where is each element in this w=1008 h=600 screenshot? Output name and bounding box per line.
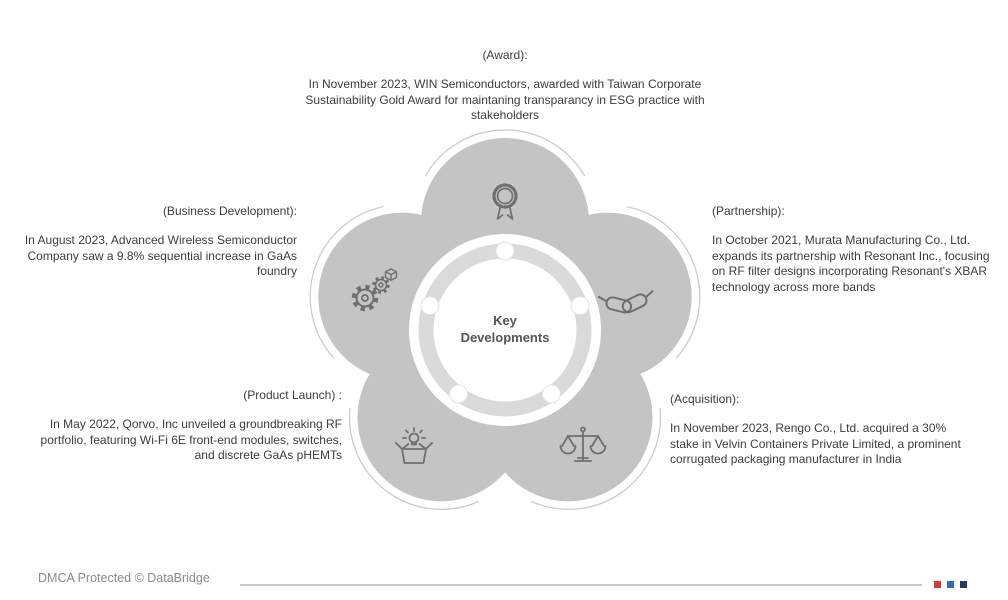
business-development-section: (Business Development): In August 2023, … xyxy=(0,204,297,280)
arc-top xyxy=(424,129,586,177)
ring-node-right xyxy=(570,296,590,316)
handshake-icon xyxy=(597,290,654,314)
product-launch-body: In May 2022, Qorvo, Inc unveiled a groun… xyxy=(40,416,342,463)
product-launch-section: (Product Launch) : In May 2022, Qorvo, I… xyxy=(40,388,342,464)
arc-right xyxy=(626,205,701,359)
acquisition-title: (Acquisition): xyxy=(670,392,740,406)
dmca-protected-text: DMCA Protected © DataBridge xyxy=(38,571,210,585)
business-development-title: (Business Development): xyxy=(162,204,297,218)
diagram-center-label: Key Developments xyxy=(460,313,550,345)
award-icon xyxy=(492,183,518,220)
ring-node-top xyxy=(495,241,515,261)
ring-node-bottom-right xyxy=(541,384,561,404)
ring-node-left xyxy=(420,296,440,316)
arc-bottom-left xyxy=(348,407,480,510)
decorative-arcs xyxy=(309,129,701,510)
acquisition-body: In November 2023, Rengo Co., Ltd. acquir… xyxy=(670,420,961,467)
product-launch-icon xyxy=(395,427,433,464)
arc-left xyxy=(309,205,384,359)
award-title: (Award): xyxy=(482,48,528,62)
brand-square-navy xyxy=(960,581,967,588)
product-launch-title: (Product Launch) : xyxy=(243,388,342,402)
brand-square-blue xyxy=(947,581,954,588)
brand-square-red xyxy=(934,581,941,588)
partnership-section: (Partnership): In October 2021, Murata M… xyxy=(712,204,1002,296)
partnership-title: (Partnership): xyxy=(712,204,785,218)
gears-icon xyxy=(351,268,398,312)
ring-node-bottom-left xyxy=(449,384,469,404)
cube-icon xyxy=(384,268,398,281)
arc-bottom-right xyxy=(530,407,662,510)
footer-divider xyxy=(240,584,922,586)
ring-nodes xyxy=(420,241,590,404)
scales-icon xyxy=(559,426,607,462)
award-body: In November 2023, WIN Semiconductors, aw… xyxy=(305,76,705,123)
business-development-body: In August 2023, Advanced Wireless Semico… xyxy=(24,232,297,279)
acquisition-section: (Acquisition): In November 2023, Rengo C… xyxy=(670,392,966,468)
award-section: (Award): In November 2023, WIN Semicondu… xyxy=(303,48,707,124)
partnership-body: In October 2021, Murata Manufacturing Co… xyxy=(712,232,990,295)
